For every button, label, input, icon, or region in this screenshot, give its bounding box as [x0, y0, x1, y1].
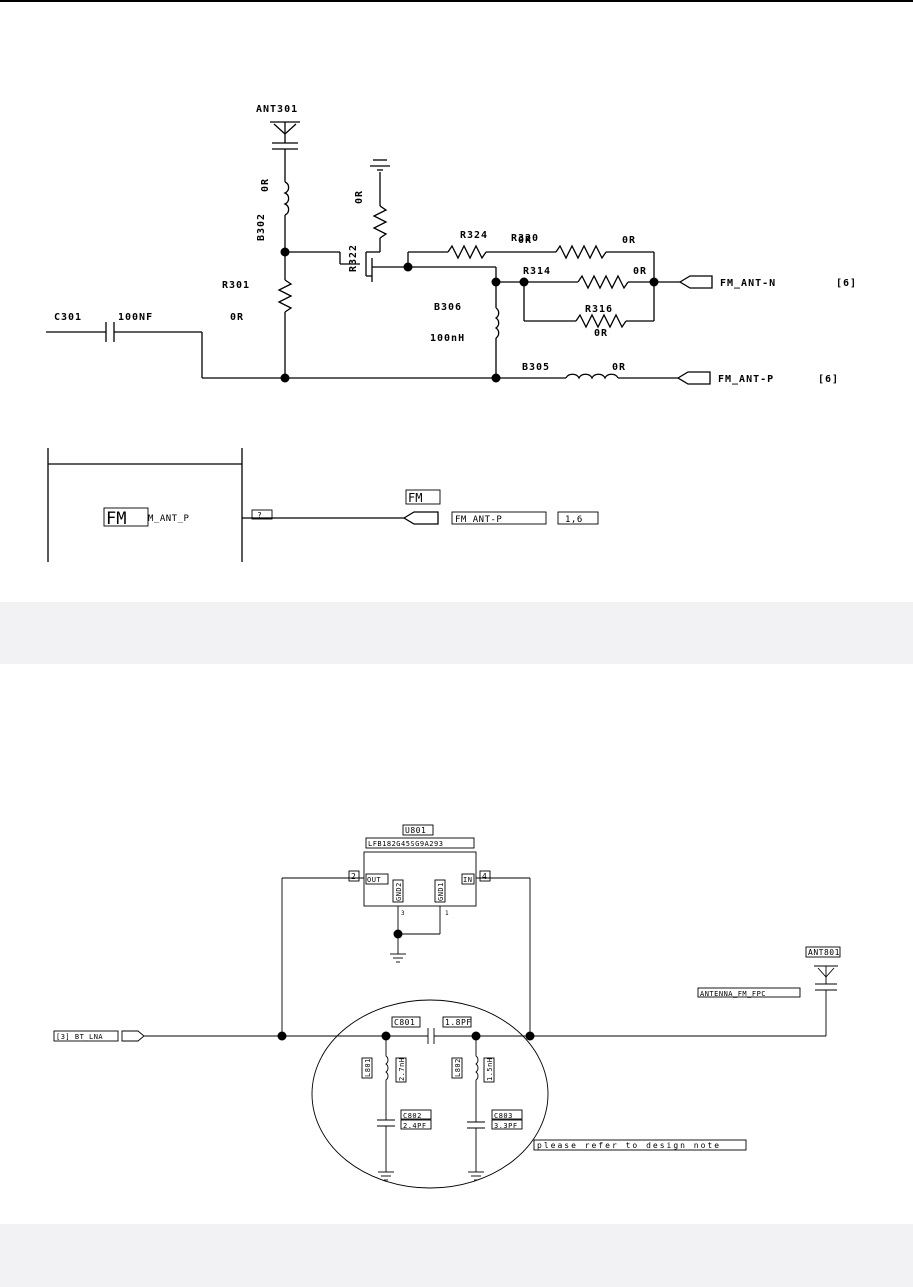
- fm-ant-p-page: [6]: [818, 374, 839, 385]
- c801-ref: C801: [394, 1018, 415, 1027]
- r322-resistor-icon: [372, 205, 388, 239]
- r320-value-end: 0R: [622, 235, 636, 246]
- r320-resistor-icon: [555, 244, 607, 260]
- l801-inductor-icon: [385, 1055, 389, 1081]
- junction-dot: [277, 1031, 287, 1041]
- junction-dot: [525, 1031, 535, 1041]
- fm-pin-name: M_ANT_P: [148, 514, 190, 524]
- u801-pin-in: IN: [463, 876, 472, 884]
- fm-port-page-box: [557, 511, 599, 525]
- design-note-box: [533, 1139, 747, 1151]
- design-note: please refer to design note: [537, 1141, 721, 1150]
- u801-pin-gnd1: GND1: [437, 882, 445, 901]
- ant301-label: ANT301: [256, 104, 298, 115]
- r316-ref: R316: [585, 304, 613, 315]
- fm-pin-number: ?: [257, 511, 262, 520]
- r322-ground-icon: [370, 159, 390, 171]
- fm-port-name: FM_ANT-P: [455, 515, 502, 525]
- u801-pin-out: OUT: [367, 876, 381, 884]
- c802-value: 2.4PF: [403, 1122, 427, 1130]
- antenna-net-label: ANTENNA_FM_FPC: [700, 990, 766, 998]
- c803-value: 3.3PF: [494, 1122, 518, 1130]
- page-gap-band: [0, 602, 913, 664]
- r301-ref: R301: [222, 280, 250, 291]
- c802-ground-icon: [378, 1171, 394, 1181]
- r314-resistor-icon: [577, 274, 629, 290]
- r301-value: 0R: [230, 312, 244, 323]
- fm-block: FM M_ANT_P ? FM FM_ANT-P 1,6: [47, 448, 599, 562]
- fm-block-label: FM: [106, 509, 126, 529]
- ant301-antenna-icon: [270, 121, 300, 182]
- r322-value: 0R: [354, 190, 365, 204]
- r320-value: 0R: [518, 235, 532, 246]
- b306-value: 100nH: [430, 333, 465, 344]
- u801-part: LFB182G45SG9A293: [368, 840, 443, 848]
- b306-ref: B306: [434, 302, 462, 313]
- l801-value: 2.7nH: [398, 1057, 406, 1081]
- page-top-rule: [0, 0, 913, 2]
- ant801-box: [805, 946, 841, 958]
- r322-ref: R322: [348, 244, 359, 272]
- b305-ref: B305: [522, 362, 550, 373]
- antenna-net-box: [697, 987, 801, 998]
- u801-ground-icon: [390, 953, 406, 963]
- fm-pin-number-box: [251, 509, 273, 520]
- fm-net-label-box: [405, 489, 441, 505]
- bt-port-box: [53, 1030, 119, 1042]
- c801-value: 1.8PF: [445, 1018, 472, 1027]
- u801-pin-gnd2: GND2: [395, 882, 403, 901]
- bt-port-icon: [121, 1030, 145, 1042]
- u801-pin2: 2: [351, 872, 356, 881]
- r316-value: 0R: [594, 328, 608, 339]
- r314-ref: R314: [523, 266, 551, 277]
- b302-ref: B302: [256, 213, 267, 241]
- junction-dot: [280, 373, 290, 383]
- r301-resistor-icon: [277, 279, 293, 313]
- l802-inductor-icon: [475, 1055, 479, 1081]
- u801-ref: U801: [405, 826, 426, 835]
- r324-ref: R324: [460, 230, 488, 241]
- c803-ref: C803: [494, 1112, 513, 1120]
- page-bottom-band: [0, 1224, 913, 1287]
- fm-schematic: ANT301 0R B302 R301 0R 0R R322: [46, 104, 857, 385]
- u801-pin4: 4: [482, 872, 487, 881]
- fm-port-page: 1,6: [565, 515, 583, 525]
- b302-value: 0R: [260, 178, 271, 192]
- u801-chip: [363, 851, 477, 907]
- fm-port-name-box: [451, 511, 547, 525]
- ant801-antenna-icon: [814, 965, 838, 1036]
- fm-port-icon: [402, 511, 439, 525]
- c301-ref: C301: [54, 312, 82, 323]
- b306-inductor-icon: [494, 307, 500, 339]
- l802-value: 1.5nH: [486, 1057, 494, 1081]
- junction-dot: [491, 373, 501, 383]
- r324-resistor-icon: [447, 244, 487, 260]
- r316-resistor-icon: [575, 313, 627, 329]
- b305-value: 0R: [612, 362, 626, 373]
- fm-block-label-box: [103, 507, 149, 527]
- fm-ant-p-port-icon: [676, 371, 711, 385]
- fm-ant-n-port-icon: [678, 275, 713, 289]
- u801-gnd-num-b: 1: [445, 910, 449, 917]
- b302-inductor-icon: [283, 181, 290, 216]
- b305-inductor-icon: [565, 373, 619, 380]
- bt-port-label: [3] BT_LNA: [56, 1033, 103, 1041]
- u801-ref-box: [402, 824, 434, 836]
- u801-part-box: [365, 837, 475, 849]
- fm-ant-n-label: FM_ANT-N: [720, 278, 776, 289]
- fm-ant-p-label: FM_ANT-P: [718, 374, 774, 385]
- r314-value: 0R: [633, 266, 647, 277]
- bt-schematic: U801 LFB182G45SG9A293 OUT IN GND2 GND1 2…: [53, 824, 841, 1189]
- r320-ref: R320: [511, 233, 539, 244]
- l802-ref: L802: [454, 1058, 462, 1077]
- fm-ant-n-page: [6]: [836, 278, 857, 289]
- fm-net-label: FM: [408, 491, 422, 505]
- design-note-circle: [311, 999, 549, 1189]
- c802-ref: C802: [403, 1112, 422, 1120]
- c301-value: 100NF: [118, 312, 153, 323]
- l801-ref: L801: [364, 1058, 372, 1077]
- u801-gnd-num-a: 3: [401, 910, 405, 917]
- ant801-label: ANT801: [808, 948, 840, 957]
